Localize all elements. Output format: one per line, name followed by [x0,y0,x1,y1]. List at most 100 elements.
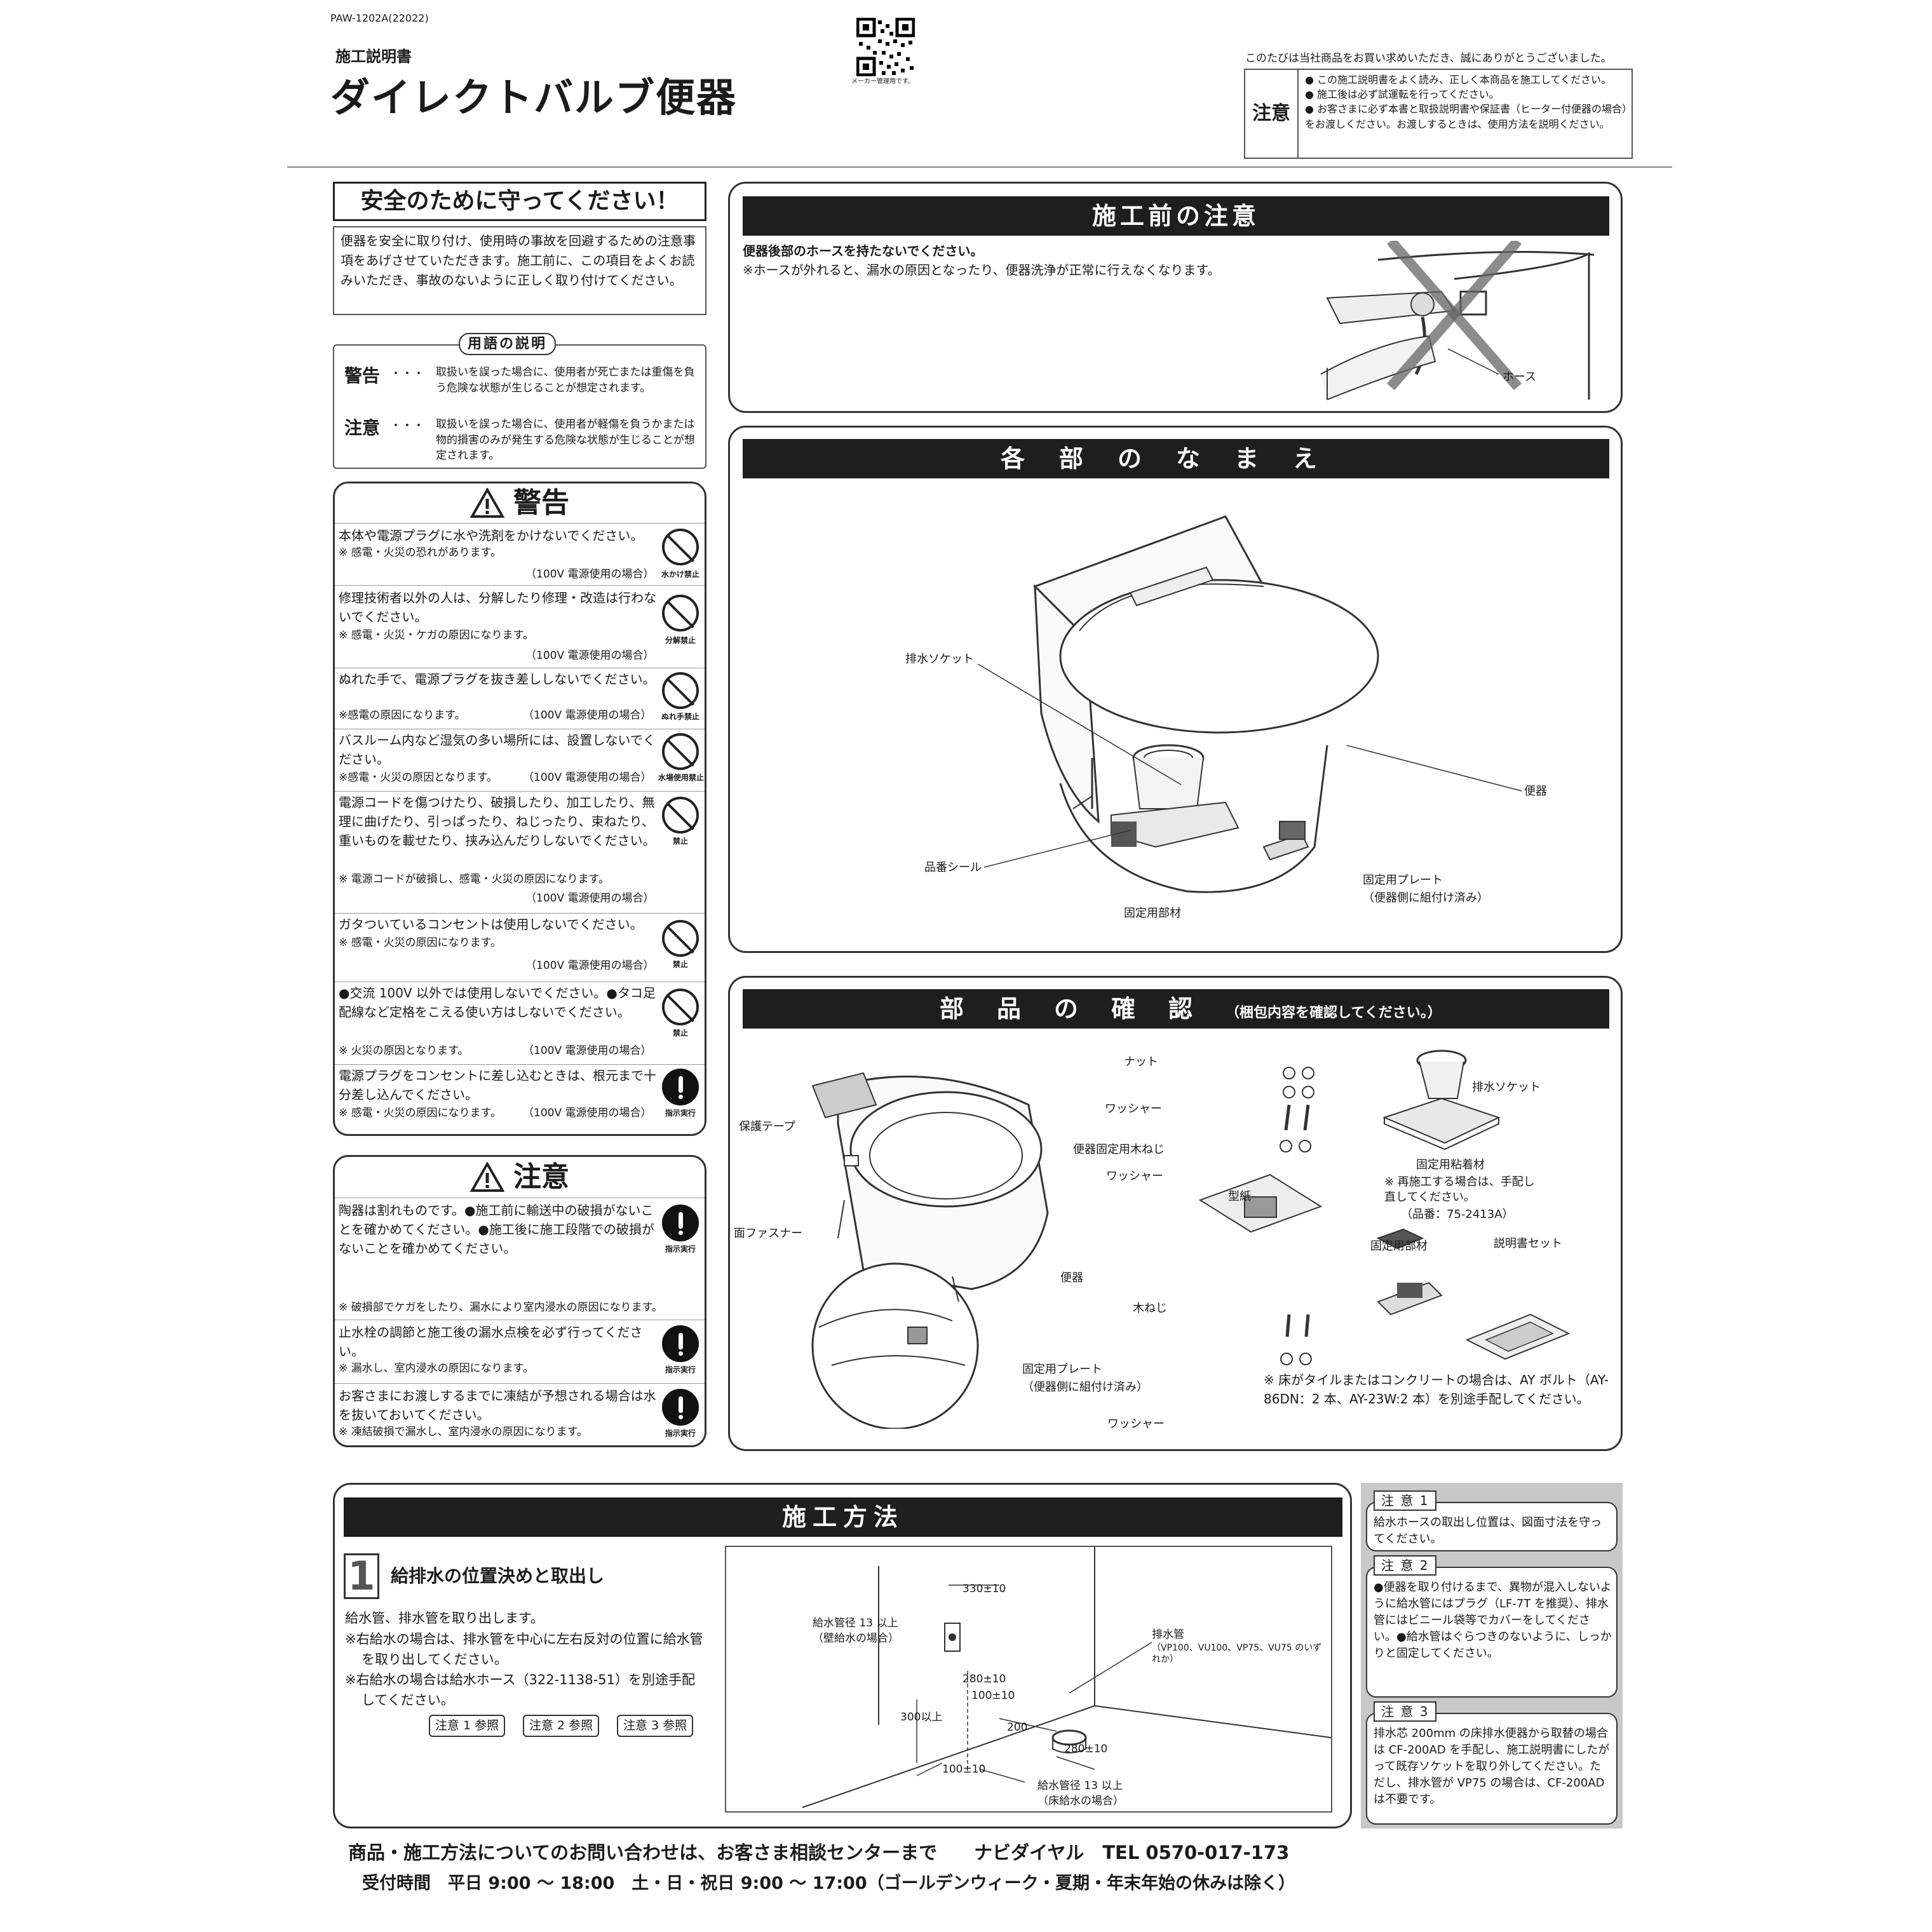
ref-note-2[interactable]: 注意 2 参照 [523,1715,600,1737]
parts-check-panel: 部品の確認（梱包内容を確認してください。） 保護テープ 面ファスナー 便器 固定… [728,976,1623,1451]
caution-item: お客さまにお渡しするまでに凍結が予想される場合は水を抜いておいてください。 ※ … [335,1383,705,1445]
note-2-label: 注 意 2 [1374,1555,1437,1576]
label-check-bowl: 便器 [1060,1271,1083,1285]
warning-item: バスルーム内など湿気の多い場所には、設置しないでください。 ※感電・火災の原因と… [335,729,705,791]
label-washer-1: ワッシャー [1105,1102,1162,1116]
socket-parts-illustration [1376,1050,1571,1360]
top-caution-item: ● お客さまに必ず本書と取扱説明書や保証書（ヒーター付便器の場合）をお渡しくださ… [1305,103,1628,130]
label-adhesive: 固定用粘着材 [1416,1158,1485,1172]
bowl-parts-illustration [811,1072,1049,1429]
dim-300: 300以上 [900,1711,943,1724]
dim-280a: 280±10 [963,1673,1006,1685]
dim-100a: 100±10 [971,1689,1015,1702]
warning-item: 電源コードを傷つけたり、破損したり、加工したり、無理に曲げたり、引っぱったり、ね… [335,791,705,913]
pre-install-line1: 便器後部のホースを持たないでください。 [743,243,983,259]
warning-item: ●交流 100V 以外では使用しないでください。●タコ足配線など定格をこえる使い… [335,982,705,1064]
top-caution-item: ● 施工後は必ず試運転を行ってください。 [1305,88,1499,101]
pre-install-title: 施工前の注意 [743,196,1609,236]
label-check-fixture: 固定用部材 [1370,1240,1428,1253]
pre-install-panel: 施工前の注意 便器後部のホースを持たないでください。 ※ホースが外れると、漏水の… [728,182,1623,413]
step-note-1: ※右給水の場合は、排水管を中心に左右反対の位置に給水管を取り出してください。 [345,1631,703,1667]
page-title: ダイレクトバルブ便器 [330,74,738,121]
term-caution-desc: 取扱いを誤った場合に、使用者が軽傷を負うかまたは物的損害のみが発生する危険な状態… [436,418,695,463]
ref-note-3[interactable]: 注意 3 参照 [617,1715,694,1737]
label-washer-2: ワッシャー [1106,1170,1163,1183]
dim-floor-pipe: 給水管径 13 以上 [1037,1780,1123,1792]
dim-drain-note: （VP100、VU100、VP75、VU75 のいずれか） [1152,1643,1322,1665]
term-dots: ・・・ [390,367,424,381]
note-2-box: 注 意 2 ●便器を取り付けるまで、異物が混入しないように給水管にはプラグ（LF… [1366,1555,1618,1698]
label-adhesive-part: （品番：75-2413A） [1401,1208,1514,1221]
terms-box: 用語の説明 警告 ・・・ 取扱いを誤った場合に、使用者が死亡または重傷を負う危険… [333,333,706,469]
caution-box: 注意 陶器は割れものです。●施工前に輸送中の破損がないことを確かめてください。●… [333,1155,706,1447]
dim-drain: 排水管 [1152,1628,1184,1641]
label-bowl-screw: 便器固定用木ねじ [1073,1143,1165,1156]
label-model-seal: 品番シール [924,861,982,874]
label-adhesive-note: ※ 再施工する場合は、手配し直してください。 [1384,1175,1535,1205]
mandatory-icon [662,1325,699,1362]
label-check-plate: 固定用プレート [1022,1363,1102,1376]
label-manual-set: 説明書セット [1494,1237,1562,1250]
term-caution: 注意 [344,417,381,438]
label-fixing-member: 固定用部材 [1124,907,1181,920]
label-nut: ナット [1124,1055,1158,1069]
top-caution-item: ● この施工説明書をよく読み、正しく本商品を施工してください。 [1305,74,1612,86]
note-2-text: ●便器を取り付けるまで、異物が混入しないように給水管にはプラグ（LF-7T を推… [1374,1581,1612,1661]
label-fastener: 面ファスナー [734,1227,802,1240]
warning-item: ぬれた手で、電源プラグを抜き差ししないでください。 ※感電の原因になります。 （… [335,668,705,729]
thanks-text: このたびは当社商品をお買い求めいただき、誠にありがとうございました。 [1245,52,1612,65]
caution-item: 止水栓の調節と施工後の漏水点検を必ず行ってください。 ※ 漏水し、室内浸水の原因… [335,1320,705,1383]
header-rule [287,166,1672,168]
dim-floor-pipe-note: （床給水の場合） [1037,1795,1124,1807]
label-check-plate-note: （便器側に組付け済み） [1022,1381,1148,1394]
no-disassembly-icon [662,595,699,632]
qr-caption: メーカー管理用です。 [851,78,914,85]
no-water-icon [662,529,699,565]
dimension-drawing: 330±10 給水管径 13 以上 （壁給水の場合） 280±10 100±10… [725,1546,1332,1813]
label-drain-socket: 排水ソケット [905,652,974,666]
mandatory-icon [662,1069,699,1105]
step-note-2: ※右給水の場合は給水ホース（322-1138-51）を別途手配してください。 [345,1672,695,1708]
term-dots: ・・・ [390,419,424,433]
ref-note-1[interactable]: 注意 1 参照 [429,1715,506,1737]
label-bowl: 便器 [1524,785,1547,798]
note-3-box: 注 意 3 排水芯 200mm の床排水便器から取替の場合は CF-200AD … [1366,1701,1618,1825]
warning-triangle-icon [470,488,504,518]
warning-title: 警告 [513,486,569,519]
warning-item: 修理技術者以外の人は、分解したり修理・改造は行わないでください。 ※ 感電・火災… [335,585,705,668]
no-wet-hands-icon [662,672,699,709]
safety-title: 安全のために守ってください！ [333,182,706,221]
caution-header: 注意 [335,1157,705,1198]
dim-wall-pipe-note: （壁給水の場合） [813,1632,899,1645]
note-1-text: 給水ホースの取出し位置は、図面寸法を守ってください。 [1374,1516,1602,1546]
mandatory-icon [662,1205,699,1241]
method-panel: 施工方法 1 給排水の位置決めと取出し 給水管、排水管を取り出します。 ※右給水… [333,1483,1352,1828]
label-washer-3: ワッシャー [1107,1417,1165,1431]
caution-title: 注意 [513,1160,569,1193]
parts-check-title: 部品の確認 [940,995,1226,1023]
note-3-label: 注 意 3 [1374,1701,1437,1722]
label-hose: ホース [1503,370,1537,384]
toilet-illustration [1033,515,1379,893]
warning-item: 電源プラグをコンセントに差し込むときは、根元まで十分差し込んでください。 ※ 感… [335,1064,705,1134]
label-template: 型紙 [1228,1190,1251,1203]
method-title: 施工方法 [344,1497,1342,1537]
step-number: 1 [344,1553,379,1599]
parts-names-title: 各部のなまえ [743,439,1609,478]
prohibited-icon [662,920,699,957]
label-fixing-plate-note: （便器側に組付け済み） [1363,891,1489,905]
qr-code [856,18,915,76]
parts-check-header: 部品の確認（梱包内容を確認してください。） [743,989,1609,1029]
note-1-label: 注 意 1 [1374,1490,1437,1511]
ay-bolt-note: ※ 床がタイルまたはコンクリートの場合は、AY ボルト（AY-86DN：2 本、… [1264,1372,1609,1407]
term-warning: 警告 [344,365,381,386]
warning-item: 本体や電源プラグに水や洗剤をかけないでください。 ※ 感電・火災の恐れがあります… [335,523,705,585]
dim-100b: 100±10 [942,1763,986,1776]
warning-header: 警告 [335,483,705,523]
contact-line-2: 受付時間 平日 9:00 ～ 18:00 土・日・祝日 9:00 ～ 17:00… [362,1874,1296,1893]
label-wood-screw: 木ねじ [1133,1302,1167,1315]
small-parts-illustration [1198,1067,1323,1365]
caution-item: 陶器は割れものです。●施工前に輸送中の破損がないことを確かめてください。●施工後… [335,1198,705,1320]
label-protective-tape: 保護テープ [739,1120,795,1133]
note-1-box: 注 意 1 給水ホースの取出し位置は、図面寸法を守ってください。 [1366,1490,1618,1551]
